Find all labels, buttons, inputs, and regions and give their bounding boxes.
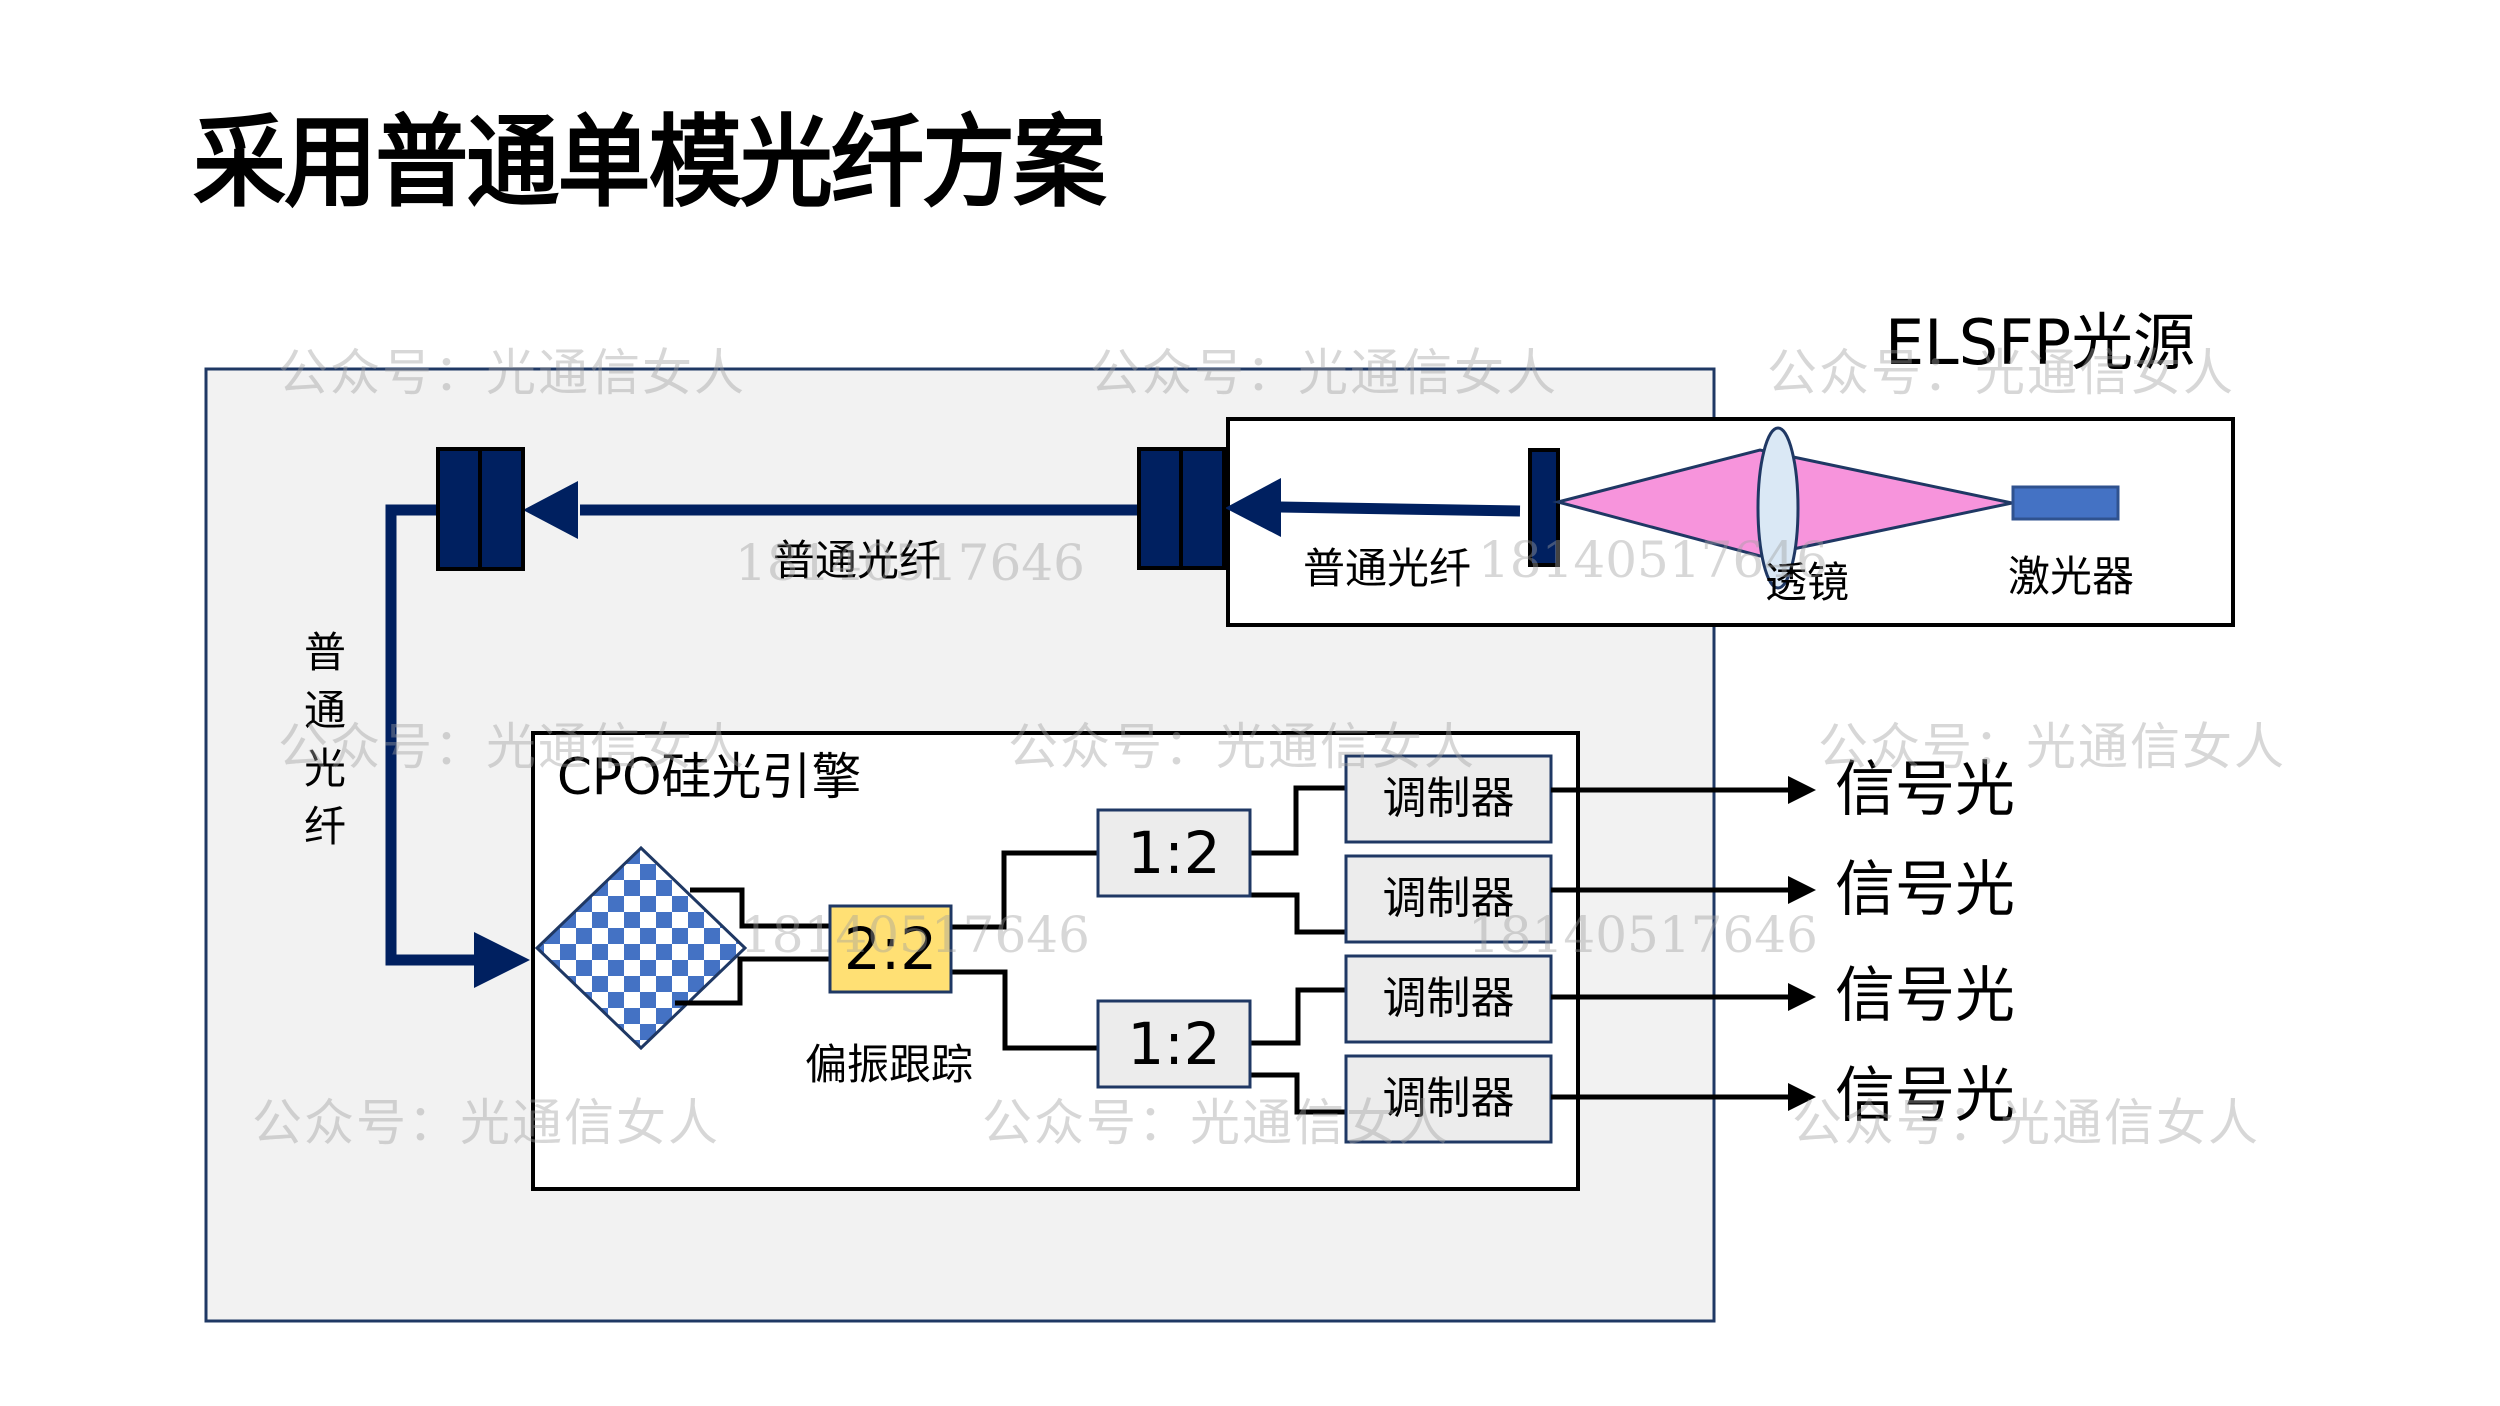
splitter-1x2-label-bottom: 1:2: [1127, 1010, 1221, 1078]
output-arrow-icon: [1788, 1083, 1816, 1111]
output-lines: [1551, 787, 1800, 1100]
arrow-left-icon: [523, 481, 578, 539]
vertical-fiber-label: 普 通 光 纤: [295, 624, 355, 856]
modulator-label: 调制器: [1382, 973, 1515, 1024]
modulator-label: 调制器: [1382, 773, 1515, 824]
modulator-block-2: [1344, 854, 1553, 944]
vertical-fiber-char: 光: [303, 744, 346, 793]
polarization-tracking-label: 偏振跟踪: [805, 1040, 974, 1089]
signal-light-label: 信号光: [1835, 855, 2015, 925]
panel-fiber-connector: [1137, 447, 1226, 570]
vertical-fiber-char: 纤: [303, 802, 346, 851]
laser-label: 激光器: [2008, 552, 2135, 601]
modulator-label: 调制器: [1382, 1073, 1515, 1124]
splitter-1x2-block-bottom: [1096, 999, 1252, 1089]
lens-label: 透镜: [1765, 558, 1850, 607]
output-arrow-icon: [1788, 983, 1816, 1011]
output-arrowheads: [1788, 776, 1816, 1111]
output-arrow-icon: [1788, 776, 1816, 804]
modulator-label: 调制器: [1382, 873, 1515, 924]
arrow-into-cpo-icon: [474, 932, 530, 988]
signal-light-label: 信号光: [1835, 755, 2015, 825]
page-title: 采用普通单模光纤方案: [193, 104, 1106, 221]
splitter-1x2-block-top: [1096, 808, 1252, 898]
fiber-end-block: [1528, 448, 1560, 567]
vertical-fiber-char: 普: [303, 628, 346, 677]
elsfp-title: ELSFP光源: [1885, 306, 2196, 379]
elsfp-fiber: [1279, 501, 1521, 517]
horizontal-fiber-label: 普通光纤: [773, 536, 942, 585]
signal-light-label: 信号光: [1835, 1061, 2015, 1131]
left-fiber-connector: [436, 447, 525, 571]
modulator-block-1: [1344, 754, 1553, 844]
modulator-block-3: [1344, 954, 1553, 1044]
arrow-left-elsfp-icon: [1225, 478, 1281, 537]
laser-block: [2011, 485, 2120, 521]
output-arrow-icon: [1788, 876, 1816, 904]
cpo-engine-title: CPO硅光引擎: [557, 748, 862, 806]
modulator-block-4: [1344, 1054, 1553, 1144]
cpo-waveguides: [675, 785, 1346, 1115]
vertical-fiber-path: [385, 504, 476, 966]
splitter-1x2-label-top: 1:2: [1127, 819, 1221, 887]
signal-light-label: 信号光: [1835, 961, 2015, 1031]
elsfp-fiber-label: 普通光纤: [1303, 544, 1472, 593]
splitter-2x2-label: 2:2: [843, 915, 938, 983]
vertical-fiber-char: 通: [303, 686, 346, 735]
lens-icon: [1756, 426, 1800, 590]
splitter-2x2-block: [828, 904, 953, 994]
